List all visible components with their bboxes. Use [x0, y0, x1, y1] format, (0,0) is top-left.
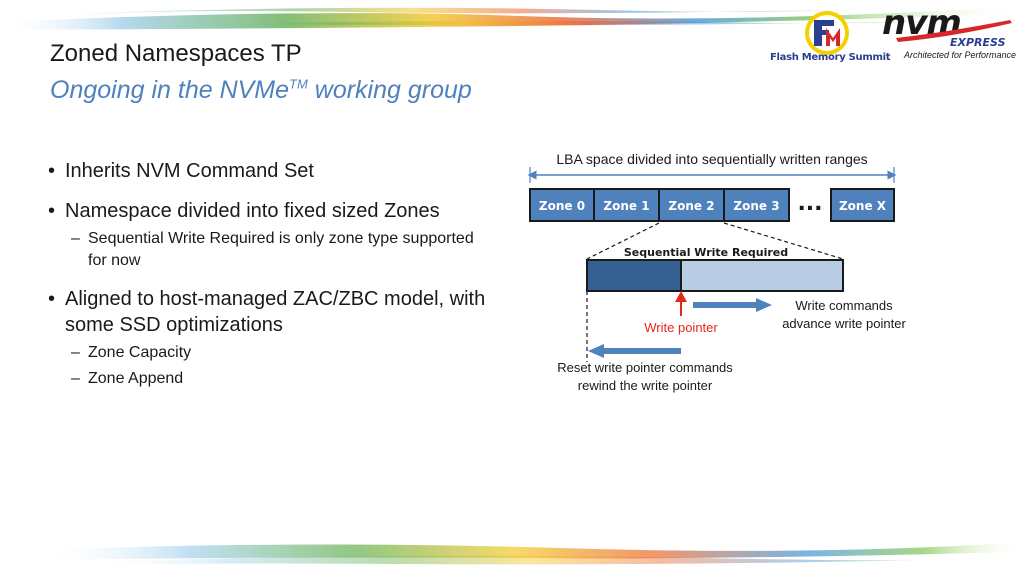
- zone-diagram: LBA space divided into sequentially writ…: [527, 151, 906, 393]
- bullet-text: Aligned to host-managed ZAC/ZBC model, w…: [65, 288, 486, 336]
- zone-label: Zone X: [839, 199, 887, 213]
- sub-bullet-item: Sequential Write Required is only zone t…: [65, 228, 488, 272]
- bullet-item: Aligned to host-managed ZAC/ZBC model, w…: [48, 286, 488, 390]
- zone-label: Zone 2: [668, 199, 714, 213]
- write-commands-line1: Write commands: [795, 298, 893, 313]
- bullet-list: Inherits NVM Command Set Namespace divid…: [48, 158, 488, 390]
- sub-bullet-list: Sequential Write Required is only zone t…: [65, 228, 488, 272]
- write-commands-line2: advance write pointer: [782, 316, 906, 331]
- top-color-band: [0, 4, 1024, 32]
- bullet-item: Inherits NVM Command Set: [48, 158, 488, 184]
- zone-box: Zone 0: [529, 188, 595, 222]
- nvm-express-word: EXPRESS: [950, 36, 1006, 48]
- advance-arrow-head: [756, 298, 772, 312]
- lba-space-label: LBA space divided into sequentially writ…: [556, 151, 867, 167]
- zone-box: Zone 1: [593, 188, 660, 222]
- reset-line2: rewind the write pointer: [578, 378, 713, 393]
- sub-bullet-item: Zone Capacity: [65, 342, 488, 364]
- slide-title: Zoned Namespaces TP: [50, 40, 302, 67]
- sub-bullet-list: Zone Capacity Zone Append: [65, 342, 488, 390]
- subtitle-rest: working group: [307, 76, 472, 104]
- flash-memory-summit-logo: [805, 11, 849, 55]
- fms-logo-name: Flash Memory Summit: [770, 52, 891, 63]
- trademark-mark: TM: [289, 76, 308, 92]
- detail-zone-label: Sequential Write Required: [624, 246, 788, 259]
- zone-label: Zone 1: [603, 199, 649, 213]
- zone-ellipsis: ...: [797, 191, 822, 216]
- zone-label: Zone 0: [539, 199, 585, 213]
- written-region: [586, 259, 682, 292]
- sub-bullet-item: Zone Append: [65, 368, 488, 390]
- bottom-color-band: [40, 542, 1024, 568]
- advance-arrow-shaft: [693, 302, 756, 308]
- bullet-item: Namespace divided into fixed sized Zones…: [48, 198, 488, 272]
- write-pointer-label: Write pointer: [644, 320, 718, 335]
- rewind-arrow-head: [588, 344, 604, 358]
- write-pointer-arrow-head: [675, 291, 687, 302]
- zone-box: Zone 2: [658, 188, 725, 222]
- zone-box: Zone 3: [723, 188, 790, 222]
- zone-box-last: Zone X: [830, 188, 895, 222]
- nvm-tagline: Architected for Performance: [903, 50, 1017, 60]
- zone-label: Zone 3: [733, 199, 779, 213]
- reset-line1: Reset write pointer commands: [557, 360, 733, 375]
- unwritten-region: [680, 259, 844, 292]
- nvm-express-logo: nvm EXPRESS: [882, 4, 1012, 48]
- slide-subtitle: Ongoing in the NVMeTM working group: [50, 76, 472, 105]
- subtitle-text: Ongoing in the NVMe: [50, 76, 290, 104]
- rewind-arrow-shaft: [604, 348, 681, 354]
- bullet-text: Namespace divided into fixed sized Zones: [65, 200, 440, 222]
- bullet-text: Inherits NVM Command Set: [65, 160, 314, 182]
